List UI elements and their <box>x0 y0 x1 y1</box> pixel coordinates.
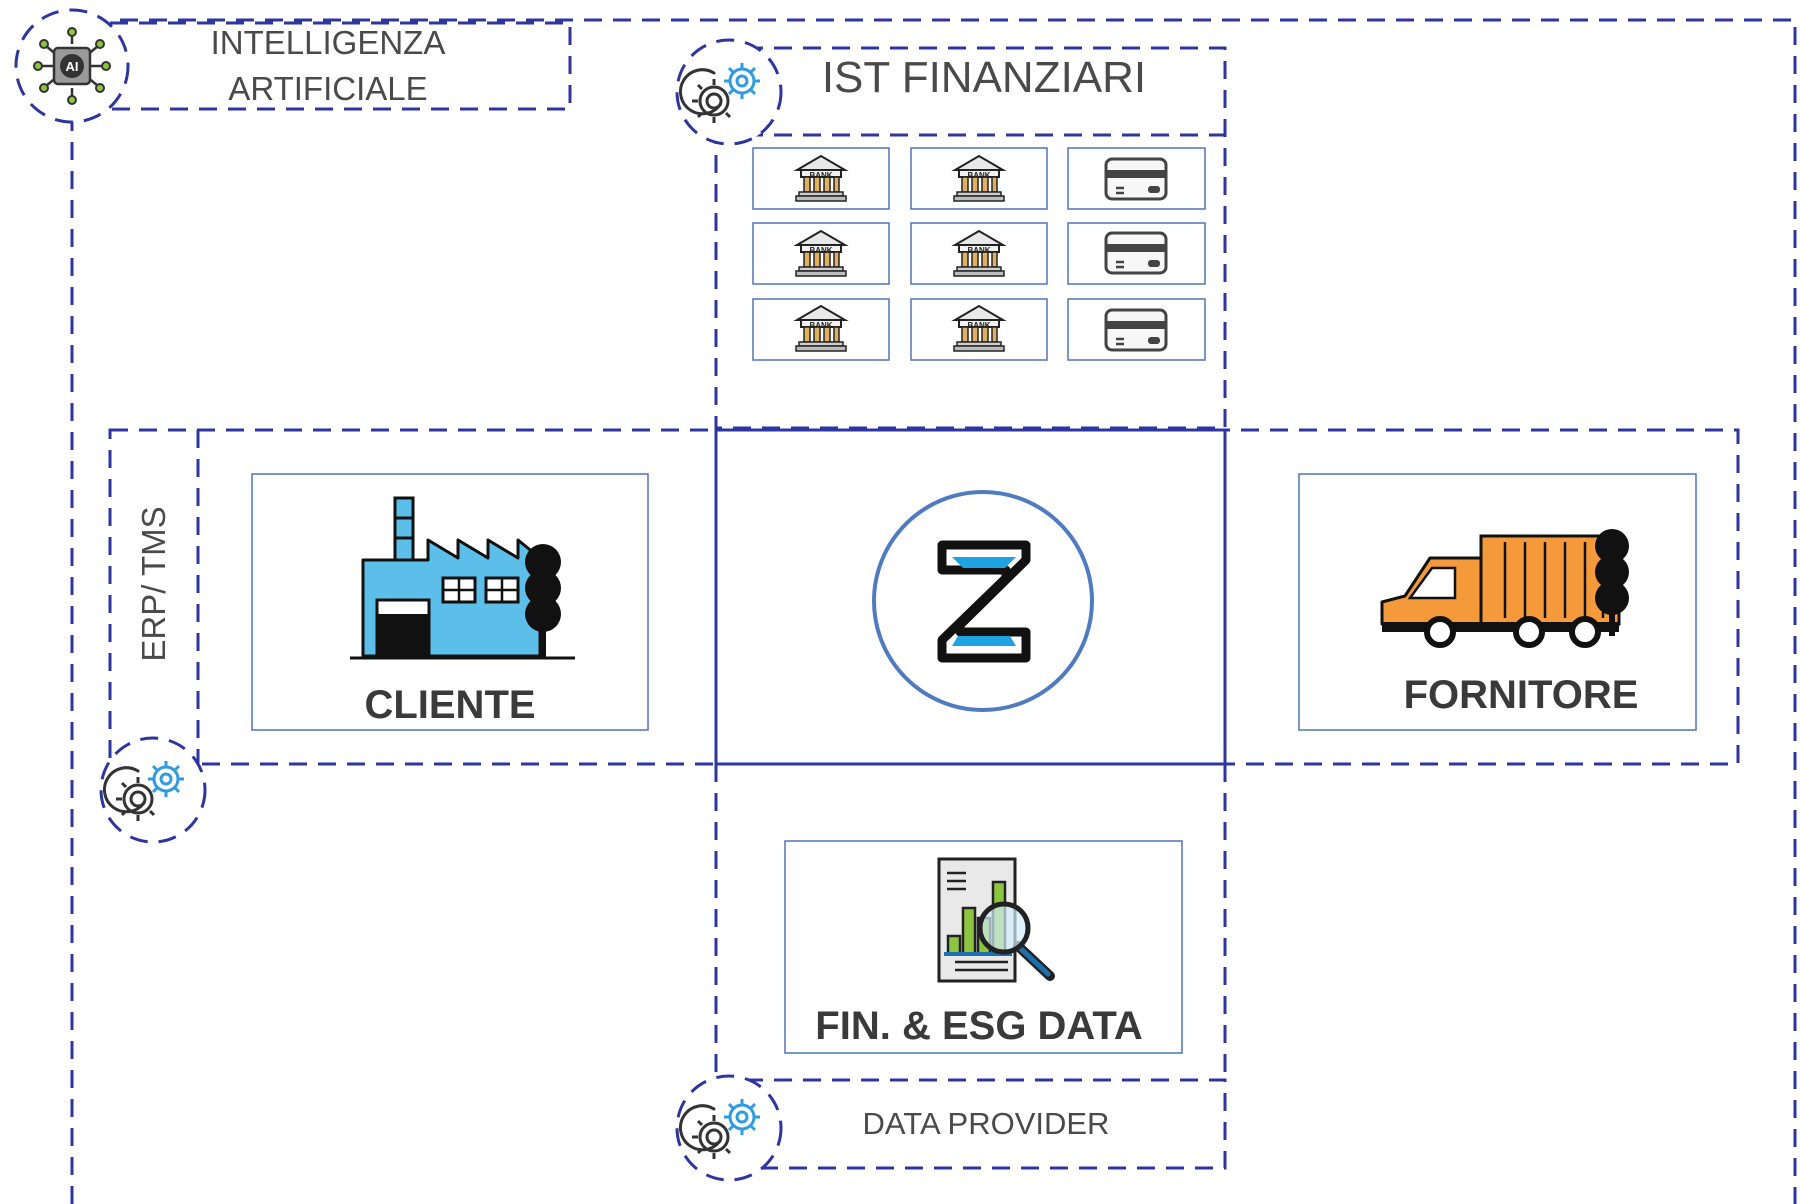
finance-row-1: BANK BANK <box>752 147 1206 210</box>
svg-text:BANK: BANK <box>809 321 832 330</box>
data-report-icon <box>937 857 1055 983</box>
central-platform-box <box>714 428 1227 766</box>
hourglass-logo-icon <box>872 490 1094 712</box>
svg-text:BANK: BANK <box>809 246 832 255</box>
data-label: FIN. & ESG DATA <box>815 1004 1142 1048</box>
ai-chip-text: AI <box>66 59 79 74</box>
svg-text:BANK: BANK <box>809 171 832 180</box>
finance-title: IST FINANZIARI <box>822 53 1146 102</box>
credit-card-icon <box>1104 157 1168 201</box>
finance-grid: BANK BANK BANK BANK BANK BANK <box>752 147 1206 361</box>
fornitore-label: FORNITORE <box>1404 673 1639 717</box>
data-provider-label: DATA PROVIDER <box>863 1106 1110 1141</box>
ai-label-line1: INTELLIGENZA <box>211 24 446 61</box>
factory-icon <box>350 496 575 660</box>
outer-boundary <box>70 18 1797 1204</box>
data-card: FIN. & ESG DATA <box>784 840 1183 1054</box>
svg-text:BANK: BANK <box>967 246 990 255</box>
data-region-outline <box>714 764 1227 1080</box>
credit-card-icon <box>1104 231 1168 275</box>
cliente-label: CLIENTE <box>364 683 535 727</box>
ai-chip-icon: AI <box>14 8 130 124</box>
svg-text:BANK: BANK <box>967 321 990 330</box>
data-provider-outline <box>714 1078 1227 1170</box>
finance-region-outline <box>714 46 1227 430</box>
cliente-card: CLIENTE <box>251 473 649 731</box>
erp-label: ERP/ TMS <box>135 506 172 661</box>
svg-text:BANK: BANK <box>967 171 990 180</box>
fornitore-card: FORNITORE <box>1298 473 1697 731</box>
finance-row-2: BANK BANK <box>752 222 1206 285</box>
finance-row-3: BANK BANK <box>752 298 1206 361</box>
ai-label-line2: ARTIFICIALE <box>228 70 427 107</box>
credit-card-icon <box>1104 308 1168 352</box>
truck-icon <box>1380 529 1629 648</box>
